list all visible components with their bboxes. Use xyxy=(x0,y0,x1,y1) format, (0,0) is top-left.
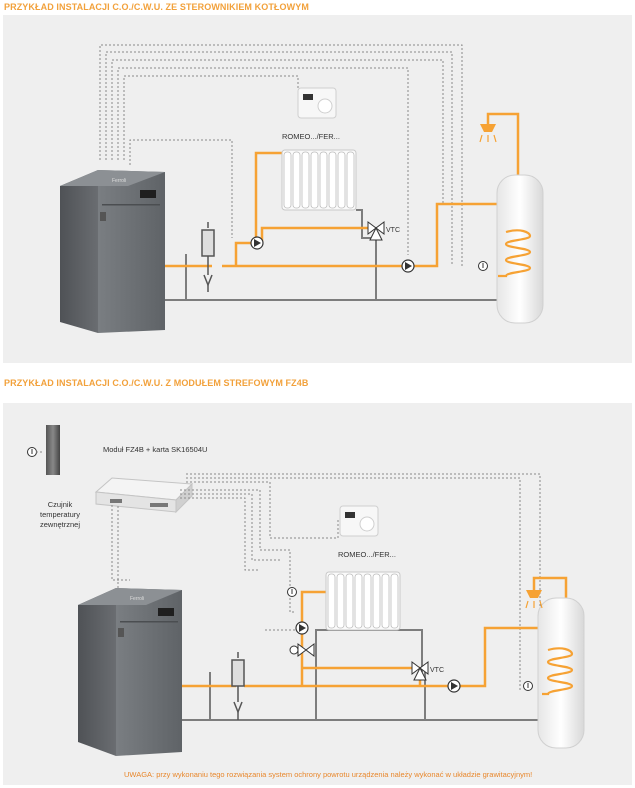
three-way-valve-icon xyxy=(289,643,315,657)
control-wires-1 xyxy=(99,44,463,268)
warning-note: UWAGA: przy wykonaniu tego rozwiązania s… xyxy=(124,770,533,779)
radiator-icon xyxy=(281,149,357,211)
radiator-icon xyxy=(325,571,401,631)
temperature-sensor-icon xyxy=(27,447,37,457)
hydraulic-group-icon xyxy=(231,652,245,720)
wall-icon xyxy=(46,425,60,475)
section2-title: PRZYKŁAD INSTALACJI C.O./C.W.U. Z MODUŁE… xyxy=(4,378,309,388)
thermostat-label: ROMEO.../FER... xyxy=(282,132,340,141)
svg-text:Ferroli: Ferroli xyxy=(130,596,144,602)
hot-water-tank-icon xyxy=(496,174,544,324)
shower-icon xyxy=(525,590,543,609)
section1-title: PRZYKŁAD INSTALACJI C.O./C.W.U. ZE STERO… xyxy=(4,2,309,12)
supply-pipes-2 xyxy=(178,576,568,688)
thermostat-icon xyxy=(297,87,337,119)
zone-module-icon xyxy=(94,477,194,514)
pump-icon xyxy=(447,679,461,693)
pump-icon xyxy=(295,621,309,635)
outdoor-sensor-label: Czujnik temperatury zewnętrznej xyxy=(39,500,81,529)
valve-label: VTC xyxy=(430,667,444,674)
valve-label: VTC xyxy=(386,227,400,234)
thermostat-icon xyxy=(339,505,379,537)
three-way-valve-icon: VTC xyxy=(367,221,400,241)
thermostat-label: ROMEO.../FER... xyxy=(338,550,396,559)
module-label: Moduł FZ4B + karta SK16504U xyxy=(103,445,208,454)
pump-icon xyxy=(401,259,415,273)
boiler-icon: Ferroli xyxy=(78,588,182,756)
temperature-sensor-icon xyxy=(523,681,533,691)
svg-text:Ferroli: Ferroli xyxy=(112,178,126,184)
shower-icon xyxy=(479,124,497,143)
boiler-icon: Ferroli xyxy=(60,170,165,333)
hydraulic-group-icon xyxy=(201,222,215,292)
temperature-sensor-icon xyxy=(478,261,488,271)
pump-icon xyxy=(250,236,264,250)
three-way-valve-icon: VTC xyxy=(411,661,444,681)
hot-water-tank-icon xyxy=(537,597,585,749)
return-pipes-1 xyxy=(160,209,499,301)
temperature-sensor-icon xyxy=(287,587,297,597)
